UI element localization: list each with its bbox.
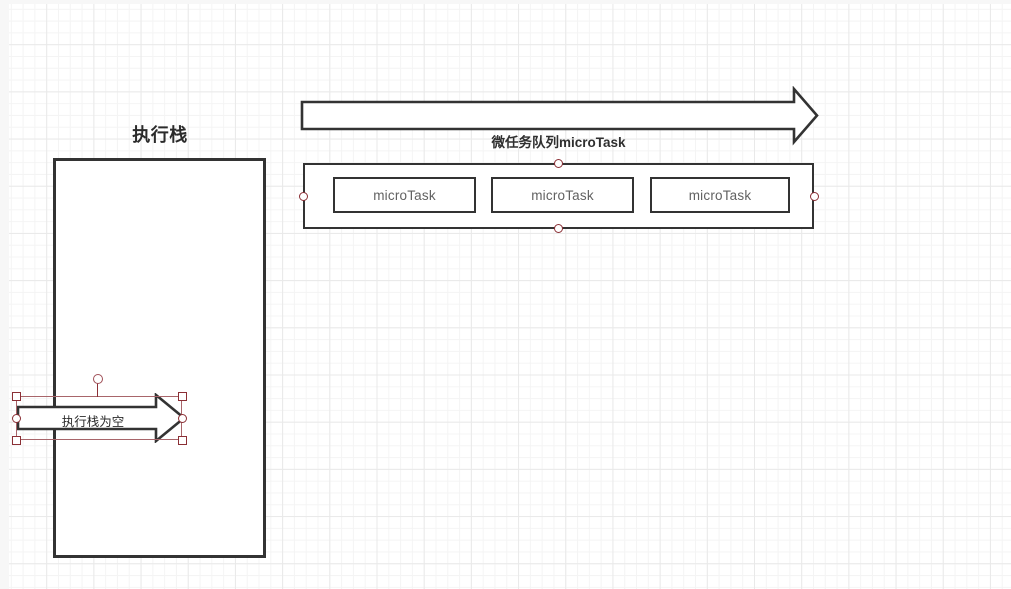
execution-stack-empty-label: 执行栈为空 <box>61 415 125 429</box>
handle-rotate[interactable] <box>92 373 103 384</box>
handle-middle-left[interactable] <box>11 413 21 423</box>
micro-task-queue-label: 微任务队列microTask <box>491 135 626 150</box>
handle-bottom-left[interactable] <box>11 435 21 445</box>
micro-task-item[interactable]: microTask <box>491 177 634 213</box>
handle-middle-right[interactable] <box>177 413 187 423</box>
handle-bottom-right[interactable] <box>177 435 187 445</box>
handle-top-right[interactable] <box>177 391 187 401</box>
execution-stack-box[interactable] <box>53 158 266 558</box>
execution-stack-title: 执行栈 <box>132 125 188 145</box>
handle-top-left[interactable] <box>11 391 21 401</box>
micro-task-flow-arrow-icon[interactable] <box>300 86 820 146</box>
connection-point-left[interactable] <box>298 191 308 201</box>
rotate-handle-stem <box>97 383 98 397</box>
connection-point-bottom[interactable] <box>554 224 563 233</box>
selection-bounding-box <box>16 396 182 440</box>
connection-point-right[interactable] <box>809 191 819 201</box>
micro-task-item[interactable]: microTask <box>650 177 790 213</box>
micro-task-item[interactable]: microTask <box>333 177 476 213</box>
connection-point-top[interactable] <box>554 159 563 168</box>
execution-stack-empty-arrow-icon[interactable] <box>12 393 188 443</box>
micro-task-queue-container[interactable]: microTask microTask microTask <box>303 163 814 229</box>
